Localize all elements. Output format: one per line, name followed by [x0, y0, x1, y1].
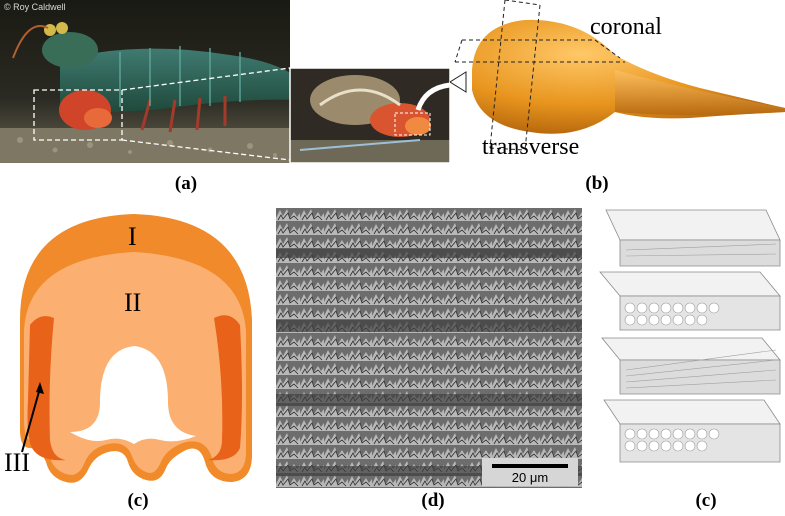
region-label-3: III — [4, 448, 30, 477]
scale-bar-label: 20 μm — [511, 470, 549, 485]
region-3-right — [208, 315, 242, 461]
shrimp-photo-graphic — [0, 0, 451, 164]
sem-micrograph — [276, 208, 582, 488]
label-transverse: transverse — [482, 134, 580, 160]
label-coronal: coronal — [590, 14, 662, 40]
club-shape-graphic — [449, 0, 785, 151]
region-label-2: II — [124, 288, 142, 317]
region-3-left — [27, 316, 66, 461]
helicoidal-fiber-diagram — [596, 200, 785, 490]
cross-section-diagram — [0, 200, 260, 490]
caption-c-right: (c) — [695, 490, 717, 511]
shrimp-photo — [0, 0, 451, 164]
caption-d: (d) — [421, 490, 445, 511]
photo-credit: © Roy Caldwell — [4, 2, 66, 12]
scale-bar-line — [492, 464, 568, 468]
region-label-1: I — [128, 222, 137, 251]
club-3d-diagram — [449, 0, 785, 165]
inner-cavity — [70, 346, 196, 444]
fiber-graphic — [599, 209, 781, 463]
cross-section-graphic — [20, 214, 252, 483]
sem-texture — [276, 208, 582, 488]
caption-a: (a) — [174, 173, 198, 194]
caption-b: (b) — [585, 173, 609, 194]
caption-c-left: (c) — [127, 490, 149, 511]
